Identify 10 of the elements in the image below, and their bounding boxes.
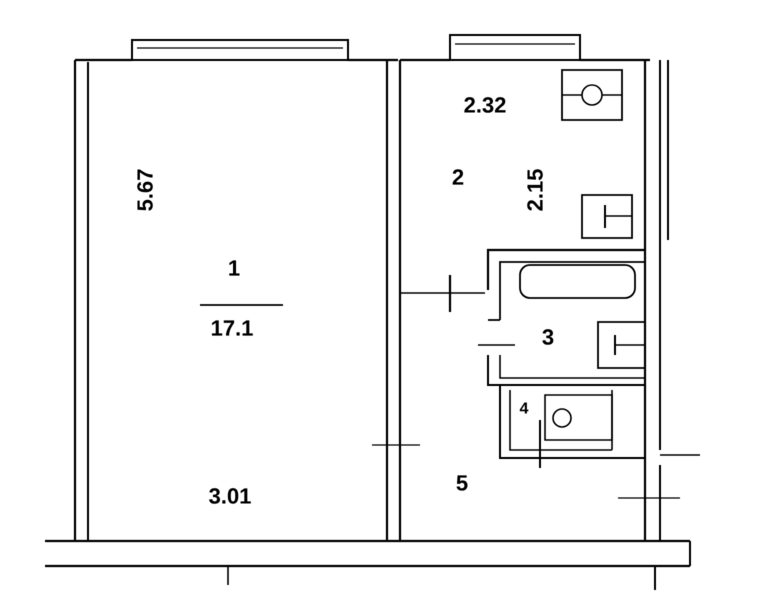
room-number: 1 <box>229 260 240 276</box>
area-label: 17.1 <box>212 320 253 336</box>
room-number: 5 <box>456 475 468 491</box>
room-number: 4 <box>520 402 528 414</box>
dimension-label: 5.67 <box>137 170 153 211</box>
dimension-label: 3.01 <box>209 488 251 504</box>
dimension-label: 2.15 <box>527 169 543 211</box>
dimension-label: 2.32 <box>464 97 506 113</box>
room-number: 2 <box>452 169 464 185</box>
room-number: 3 <box>542 329 554 345</box>
